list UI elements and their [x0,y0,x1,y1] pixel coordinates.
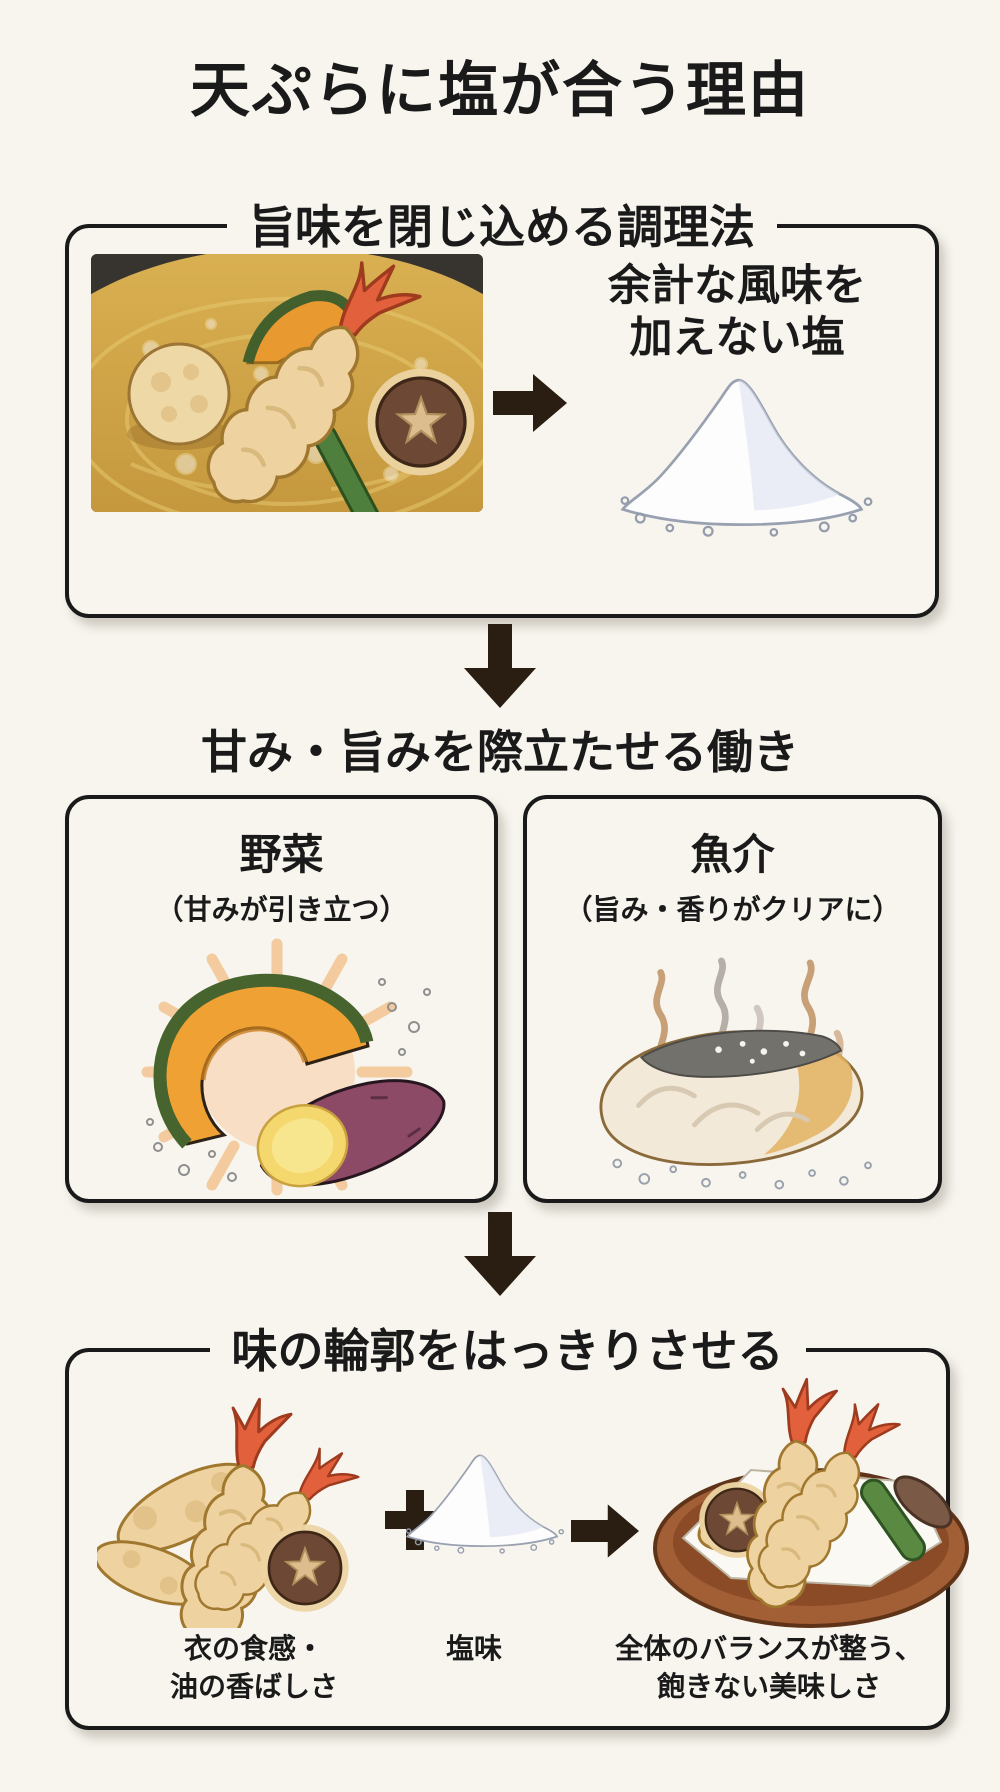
vegetables-illustration [141,938,445,1196]
salt-pile-illustration [620,378,873,537]
card-seafood: 魚介 （旨み・香りがクリアに） [523,795,942,1203]
card-seafood-title: 魚介 [690,831,775,878]
section-flavor-contour-header: 味の輪郭をはっきりさせる [209,1323,806,1379]
card-vegetables-title: 野菜 [239,831,324,878]
down-arrow-icon [464,1212,536,1296]
fish-illustration [599,957,872,1190]
card-vegetables-subtitle: （甘みが引き立つ） [155,894,408,925]
right-arrow-icon [493,374,567,432]
label-saltiness-line1: 塩味 [445,1633,502,1664]
salt-caption-line2: 加えない塩 [629,314,845,362]
salt-caption-line1: 余計な風味を [608,262,866,310]
tempura-pieces-illustration [97,1389,368,1628]
page-title: 天ぷらに塩が合う理由 [190,57,810,124]
right-arrow-icon [571,1504,639,1558]
tempura-plate-illustration [653,1372,969,1628]
down-arrow-icon [464,624,536,708]
section-flavor-contour-box: 味の輪郭をはっきりさせる [65,1323,969,1730]
label-balance: 全体のバランスが整う、 飽きない美味しさ [559,1630,979,1706]
label-batter-texture-line1: 衣の食感・ [183,1633,324,1664]
card-seafood-subtitle: （旨み・香りがクリアに） [564,894,901,925]
section-cooking-method-header: 旨味を閉じ込める調理法 [227,199,777,255]
section-highlight-header: 甘み・旨みを際立たせる働き [201,726,799,778]
salt-pile-illustration [405,1454,564,1554]
label-batter-texture-line2: 油の香ばしさ [169,1671,338,1702]
salt-caption: 余計な風味を 加えない塩 [547,260,927,364]
label-batter-texture: 衣の食感・ 油の香ばしさ [104,1630,404,1706]
label-balance-line2: 飽きない美味しさ [656,1671,881,1702]
card-vegetables: 野菜 （甘みが引き立つ） [65,795,498,1203]
section-cooking-method-box: 旨味を閉じ込める調理法 [65,199,939,618]
label-balance-line1: 全体のバランスが整う、 [615,1633,923,1664]
tempura-frying-illustration [91,254,483,512]
label-saltiness: 塩味 [399,1630,549,1668]
